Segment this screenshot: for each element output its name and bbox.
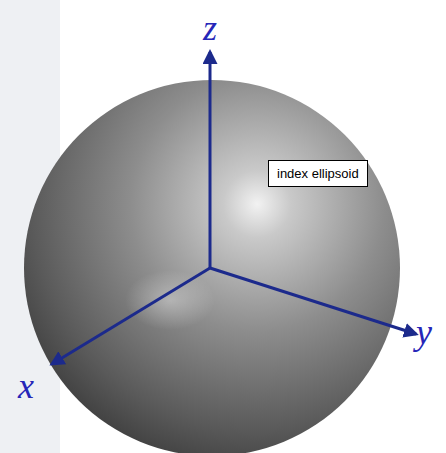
axis-label: z <box>203 10 217 46</box>
x-axis <box>52 268 210 364</box>
box-text: index ellipsoid <box>277 166 359 181</box>
callout-box: index ellipsoid <box>268 160 368 187</box>
index-sphere <box>24 80 400 453</box>
axis-label: x <box>18 368 34 404</box>
z-axis <box>209 52 212 268</box>
y-axis <box>210 268 416 334</box>
sphere-highlight <box>125 270 215 330</box>
axis-label: y <box>416 314 432 350</box>
